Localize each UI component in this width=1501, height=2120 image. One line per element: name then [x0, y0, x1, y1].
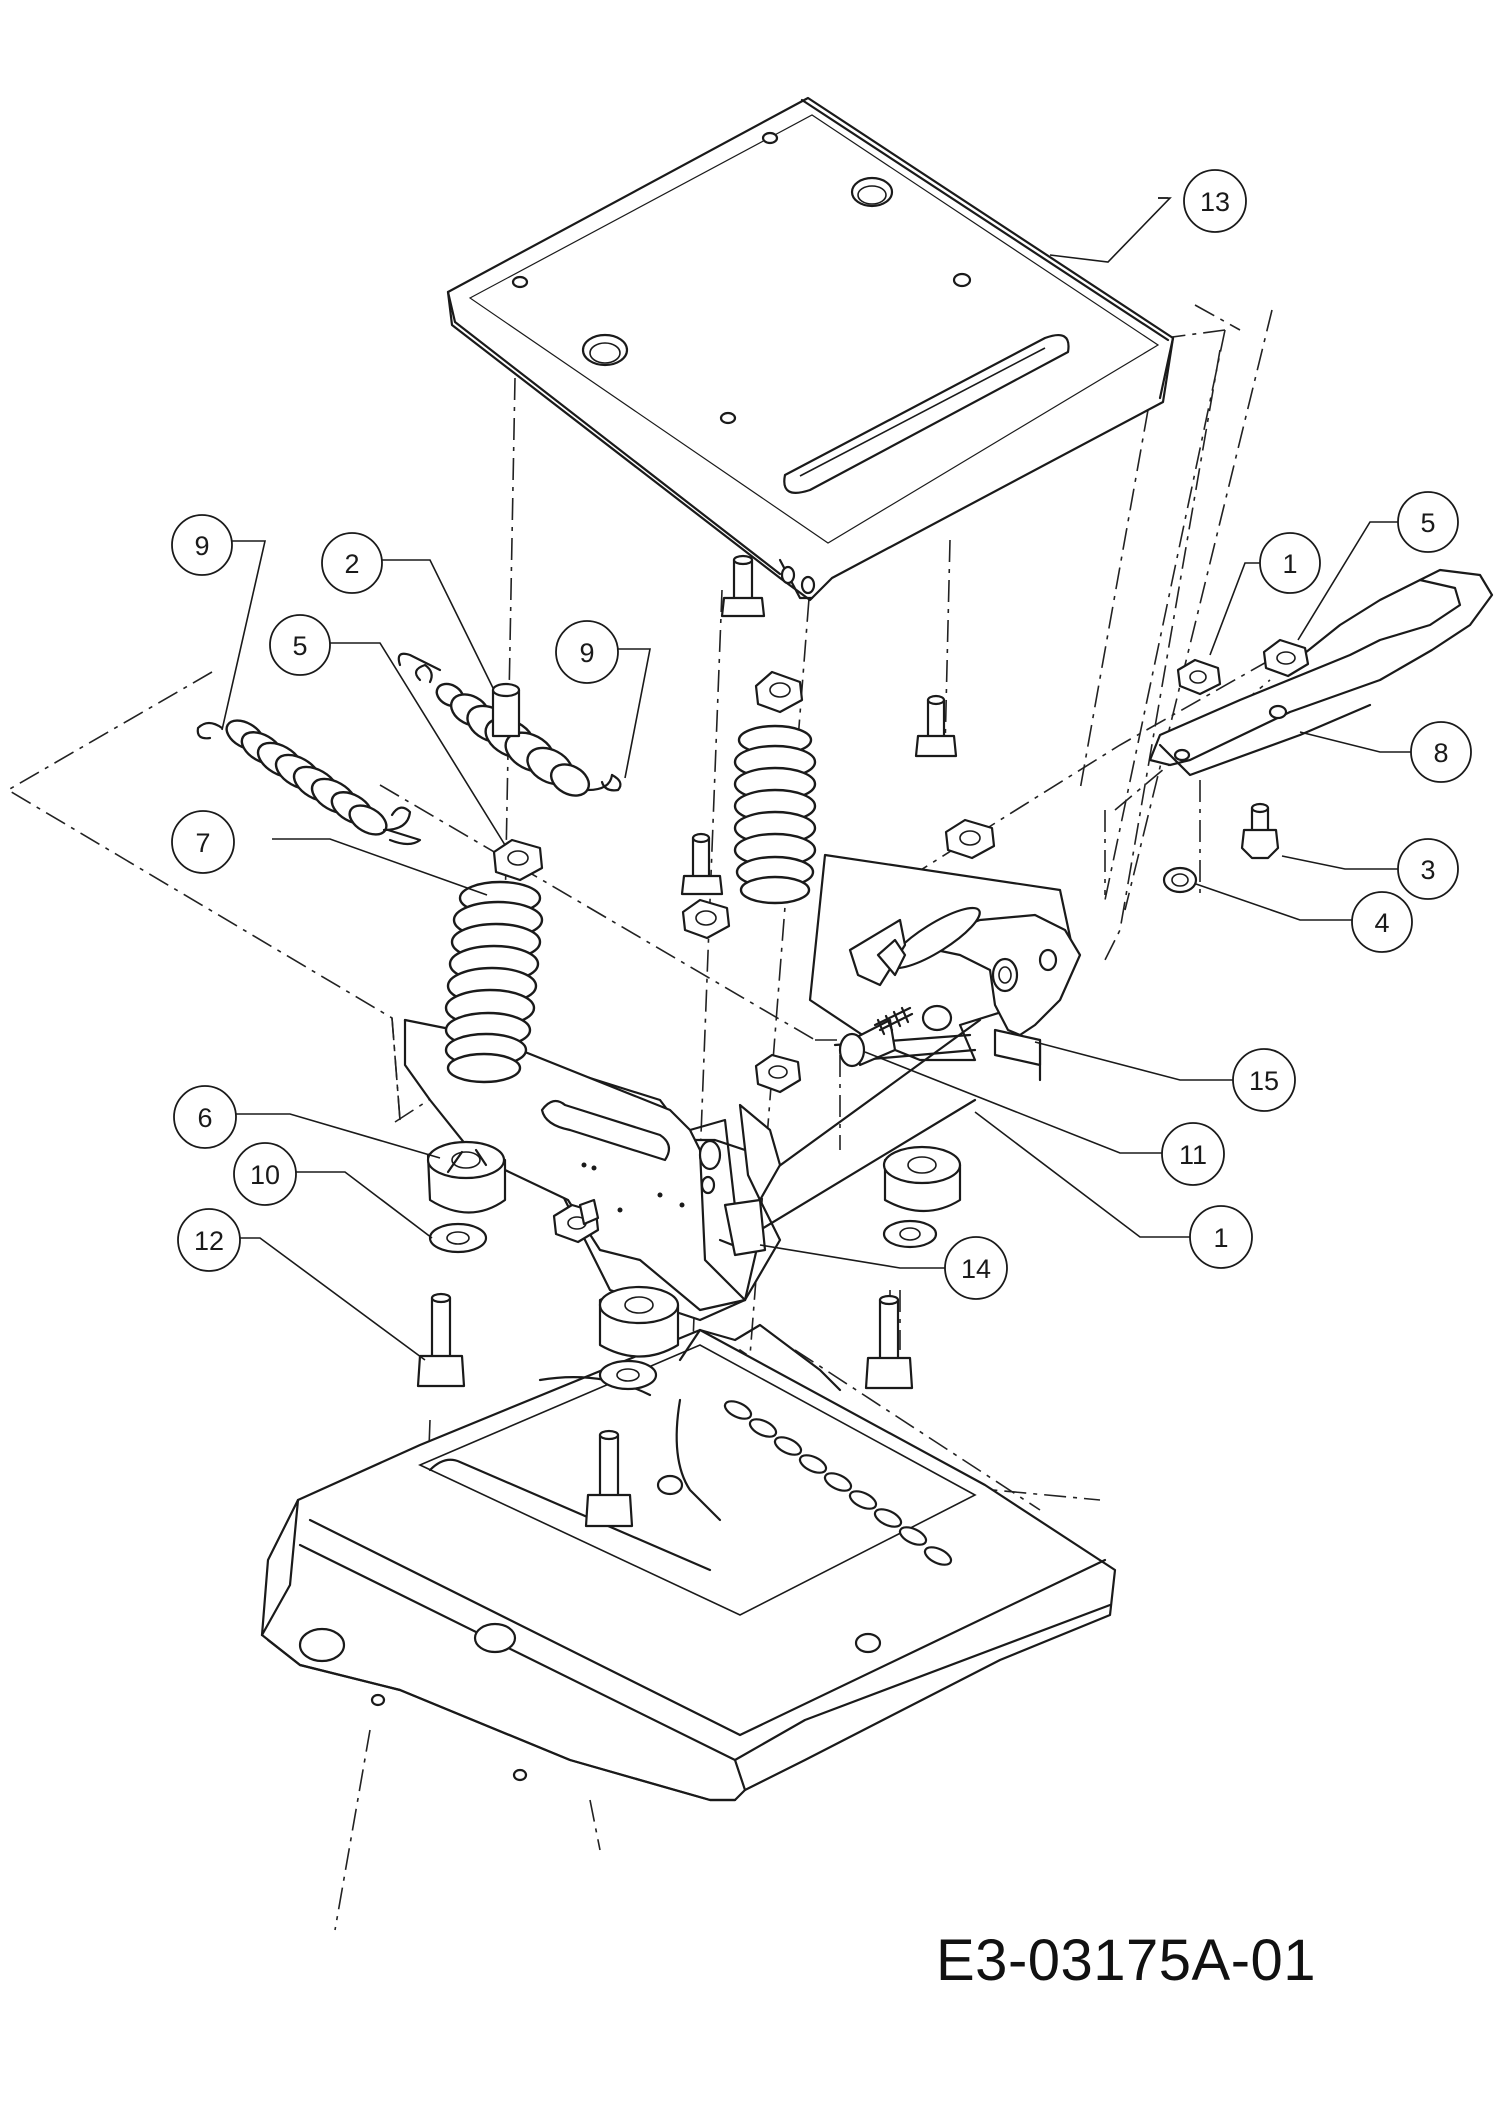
bolt-12 — [416, 1292, 466, 1388]
svg-text:1: 1 — [1213, 1223, 1228, 1253]
svg-text:1: 1 — [1282, 549, 1297, 579]
washer — [882, 1219, 938, 1249]
adjustment-slots — [723, 1400, 953, 1566]
svg-text:12: 12 — [194, 1226, 224, 1256]
nut — [754, 670, 804, 714]
callout-14: 14 — [944, 1236, 1008, 1300]
bolt-lower-bracket — [578, 1198, 600, 1226]
nut-center — [754, 1053, 802, 1094]
nut-5-upper — [1262, 638, 1310, 678]
callout-4: 4 — [1351, 891, 1413, 953]
callout-11: 11 — [1161, 1122, 1225, 1186]
svg-text:2: 2 — [344, 549, 359, 579]
svg-text:5: 5 — [292, 631, 307, 661]
svg-text:7: 7 — [195, 828, 210, 858]
bushing-4 — [1162, 866, 1198, 894]
washer — [598, 1359, 658, 1391]
nut-5-front — [492, 838, 544, 882]
stud-bolt — [680, 832, 724, 896]
bolt-3 — [1240, 802, 1280, 860]
svg-text:13: 13 — [1200, 187, 1230, 217]
spring-left-9 — [196, 719, 422, 846]
svg-text:10: 10 — [250, 1160, 280, 1190]
callout-2: 2 — [321, 532, 383, 594]
callout-6: 6 — [173, 1085, 237, 1149]
drawing-code: E3-03175A-01 — [936, 1928, 1317, 1993]
spring-front-7 — [444, 880, 544, 1084]
bolt — [864, 1294, 914, 1390]
bolt-11 — [838, 1006, 914, 1068]
callout-10: 10 — [233, 1142, 297, 1206]
nut-bracket — [681, 898, 731, 940]
spring-right-9 — [397, 652, 442, 672]
washer-10 — [428, 1222, 488, 1254]
svg-text:3: 3 — [1420, 855, 1435, 885]
callout-9-right: 9 — [555, 620, 619, 684]
callout-8: 8 — [1410, 721, 1472, 783]
latch-bracket — [848, 906, 1082, 1067]
spring-center-2 — [414, 663, 622, 797]
callout-5-left: 5 — [269, 614, 331, 676]
rubber-mount — [882, 1145, 962, 1213]
svg-text:11: 11 — [1179, 1140, 1207, 1170]
rubber-mount — [598, 1285, 680, 1358]
svg-text:9: 9 — [579, 638, 594, 668]
callout-13: 13 — [1183, 169, 1247, 233]
bolt — [584, 1429, 634, 1528]
stud-bolt — [720, 554, 766, 618]
svg-text:8: 8 — [1433, 738, 1448, 768]
rubber-mount-6 — [426, 1140, 507, 1214]
spring-rear — [733, 724, 817, 905]
svg-text:6: 6 — [197, 1103, 212, 1133]
nut-1-upper — [1176, 658, 1222, 696]
callout-1-upper: 1 — [1259, 532, 1321, 594]
callout-5-right: 5 — [1397, 491, 1459, 553]
svg-text:14: 14 — [961, 1254, 991, 1284]
callout-12: 12 — [177, 1208, 241, 1272]
svg-text:4: 4 — [1374, 908, 1389, 938]
callout-15: 15 — [1232, 1048, 1296, 1112]
lower-bracket — [403, 1018, 782, 1312]
callout-7: 7 — [171, 810, 235, 874]
callout-1-lower: 1 — [1189, 1205, 1253, 1269]
svg-text:5: 5 — [1420, 508, 1435, 538]
nut-right — [944, 818, 996, 860]
seat-mounting-plate — [446, 96, 1175, 602]
hardware — [416, 554, 1310, 1528]
springs — [196, 652, 817, 1084]
svg-text:9: 9 — [194, 531, 209, 561]
callout-9: 9 — [171, 514, 233, 576]
svg-text:15: 15 — [1249, 1066, 1279, 1096]
base-frame-plate — [260, 1323, 1117, 1802]
callout-leaders — [209, 197, 1412, 1361]
callout-3: 3 — [1397, 838, 1459, 900]
latch-lever — [1148, 568, 1494, 777]
stud-bolt — [914, 694, 958, 758]
